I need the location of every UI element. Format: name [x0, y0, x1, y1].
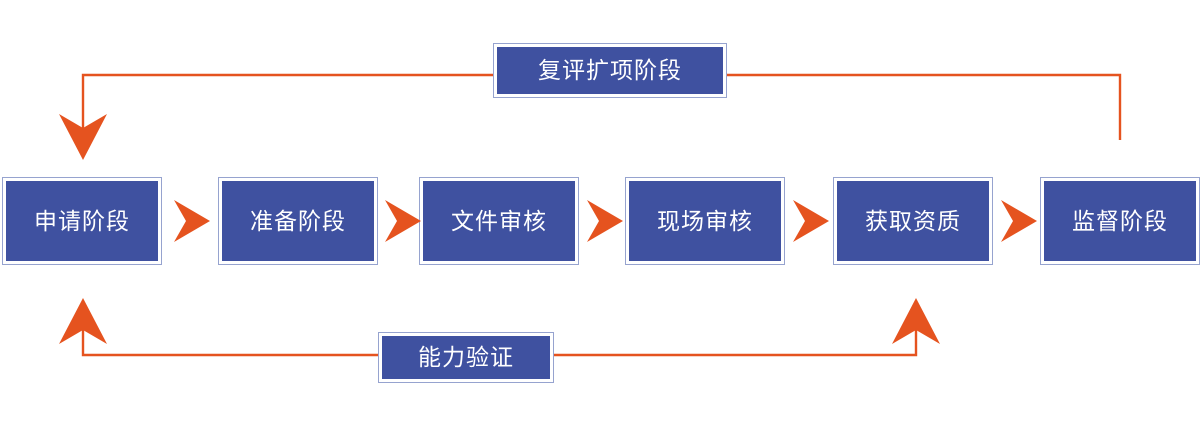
- stage-box-document-review[interactable]: 文件审核: [419, 177, 579, 265]
- stage-box-fill: 准备阶段: [222, 181, 374, 261]
- stage-box-fill: 监督阶段: [1044, 181, 1196, 261]
- stage-box-application[interactable]: 申请阶段: [2, 177, 162, 265]
- feedback-box-label: 复评扩项阶段: [538, 57, 682, 83]
- chevron-right-icon: [793, 200, 829, 242]
- feedback-box-fill: 能力验证: [382, 336, 550, 379]
- stage-label: 文件审核: [451, 207, 547, 234]
- stage-label: 准备阶段: [250, 207, 346, 234]
- feedback-box-reassessment-expansion[interactable]: 复评扩项阶段: [493, 43, 727, 98]
- stage-box-onsite-review[interactable]: 现场审核: [625, 177, 785, 265]
- chevron-right-icon: [385, 200, 421, 242]
- stage-box-supervision[interactable]: 监督阶段: [1040, 177, 1200, 265]
- chevron-right-icon: [1001, 200, 1037, 242]
- stage-box-fill: 文件审核: [423, 181, 575, 261]
- stage-box-fill: 获取资质: [837, 181, 989, 261]
- stage-label: 申请阶段: [34, 207, 130, 234]
- feedback-box-proficiency-testing[interactable]: 能力验证: [378, 332, 554, 383]
- stage-label: 获取资质: [865, 207, 961, 234]
- stage-box-preparation[interactable]: 准备阶段: [218, 177, 378, 265]
- chevron-right-icon: [587, 200, 623, 242]
- stage-label: 监督阶段: [1072, 207, 1168, 234]
- stage-label: 现场审核: [657, 207, 753, 234]
- feedback-box-fill: 复评扩项阶段: [497, 47, 723, 94]
- chevron-right-icon: [174, 200, 210, 242]
- stage-box-fill: 现场审核: [629, 181, 781, 261]
- feedback-box-label: 能力验证: [418, 344, 514, 370]
- bottom-feedback-arrowhead-left-icon: [59, 298, 107, 344]
- stage-box-fill: 申请阶段: [6, 181, 158, 261]
- stage-box-obtain-qualification[interactable]: 获取资质: [833, 177, 993, 265]
- top-feedback-arrowhead-icon: [59, 114, 107, 160]
- bottom-feedback-arrowhead-right-icon: [892, 298, 940, 344]
